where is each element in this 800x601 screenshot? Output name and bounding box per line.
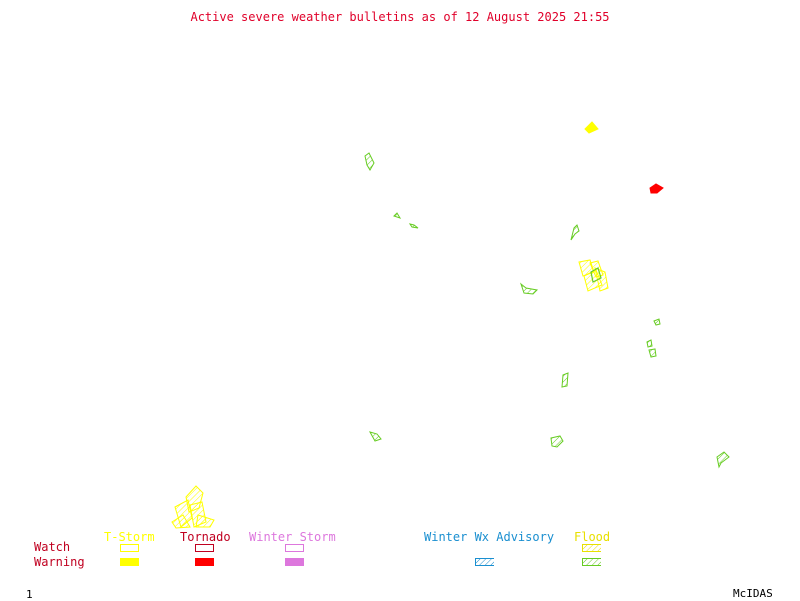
tornado-warning-area: [649, 183, 664, 194]
legend-flood-label: Flood: [574, 530, 611, 544]
legend-winter-storm-warning-swatch: [285, 558, 304, 566]
tstorm-warning-cluster: [578, 259, 609, 292]
legend-flood-watch-swatch: [582, 544, 601, 552]
legend-winter-storm-watch-swatch: [285, 544, 304, 552]
legend-winter-storm-label: Winter Storm: [249, 530, 336, 544]
legend-tornado-watch-swatch: [195, 544, 214, 552]
legend-tornado-label: Tornado: [180, 530, 231, 544]
legend-winter-advisory-label: Winter Wx Advisory: [424, 530, 555, 544]
legend-tornado-warning-swatch: [195, 558, 214, 566]
tstorm-warning-cluster-southwest: [171, 485, 215, 529]
legend-tstorm-watch-swatch: [120, 544, 139, 552]
flood-warning-area: [590, 267, 602, 283]
flood-warning-areas: [364, 152, 730, 469]
bulletin-title: Active severe weather bulletins as of 12…: [190, 10, 610, 24]
tstorm-warning-area: [584, 121, 599, 134]
legend-tstorm-warning-swatch: [120, 558, 139, 566]
legend-tstorm-label: T-Storm: [104, 530, 155, 544]
brand-label: McIDAS: [733, 587, 773, 600]
legend-winter-advisory-swatch: [475, 558, 494, 566]
frame-number: 1: [26, 588, 33, 601]
legend-watch-label: Watch: [34, 540, 71, 554]
legend-flood-warning-swatch: [582, 558, 601, 566]
legend-warning-label: Warning: [34, 555, 85, 569]
